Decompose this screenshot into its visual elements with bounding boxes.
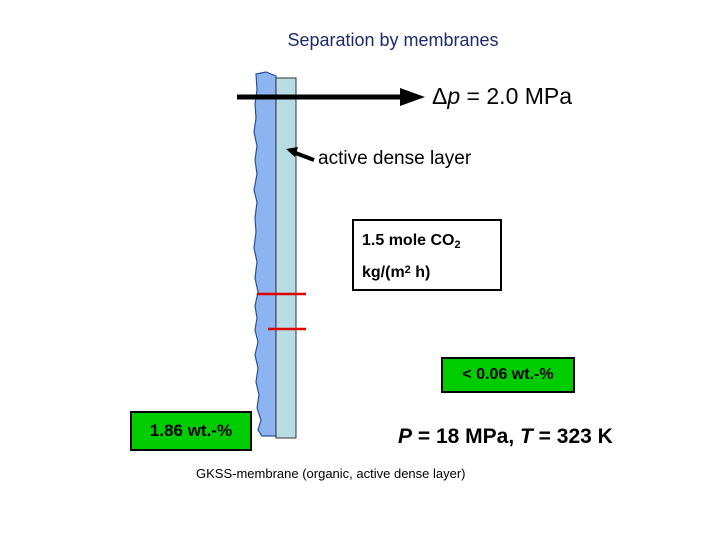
pressure-symbol: P [398,425,413,448]
flux-line-2: kg/(m2 h) [362,264,430,282]
dense-layer-pointer-line [292,150,315,162]
pressure-variable: p [447,83,461,109]
flux-line-1-text: 1.5 mole CO [362,232,455,249]
flux-unit-post: h) [410,264,431,281]
operating-conditions: P = 18 MPa, T = 323 K [398,425,613,449]
delta-symbol: Δ [432,83,448,109]
membrane-support-layer [253,71,277,437]
pressure-drop-label: Δp = 2.0 MPa [432,83,572,110]
flux-unit-superscript: 2 [404,264,411,276]
flux-unit-pre: kg/(m [362,264,405,281]
flux-box: 1.5 mole CO2 kg/(m2 h) [352,219,502,291]
dense-layer-pointer-head [286,147,298,157]
flux-co2-subscript: 2 [454,239,461,251]
temperature-condition-value: = 323 K [532,425,613,448]
active-dense-layer [275,77,297,439]
feed-concentration-box: 1.86 wt.-% [130,411,252,451]
pressure-value: = 2.0 MPa [460,83,573,109]
pressure-condition-value: = 18 MPa, [412,425,520,448]
membrane-caption: GKSS-membrane (organic, active dense lay… [196,466,466,481]
permeate-concentration-box: < 0.06 wt.-% [441,357,575,393]
pressure-arrow-head [400,88,425,106]
temperature-symbol: T [520,425,533,448]
dense-layer-label: active dense layer [318,148,472,169]
flux-line-1: 1.5 mole CO2 [362,232,461,251]
slide-title: Separation by membranes [287,30,499,50]
